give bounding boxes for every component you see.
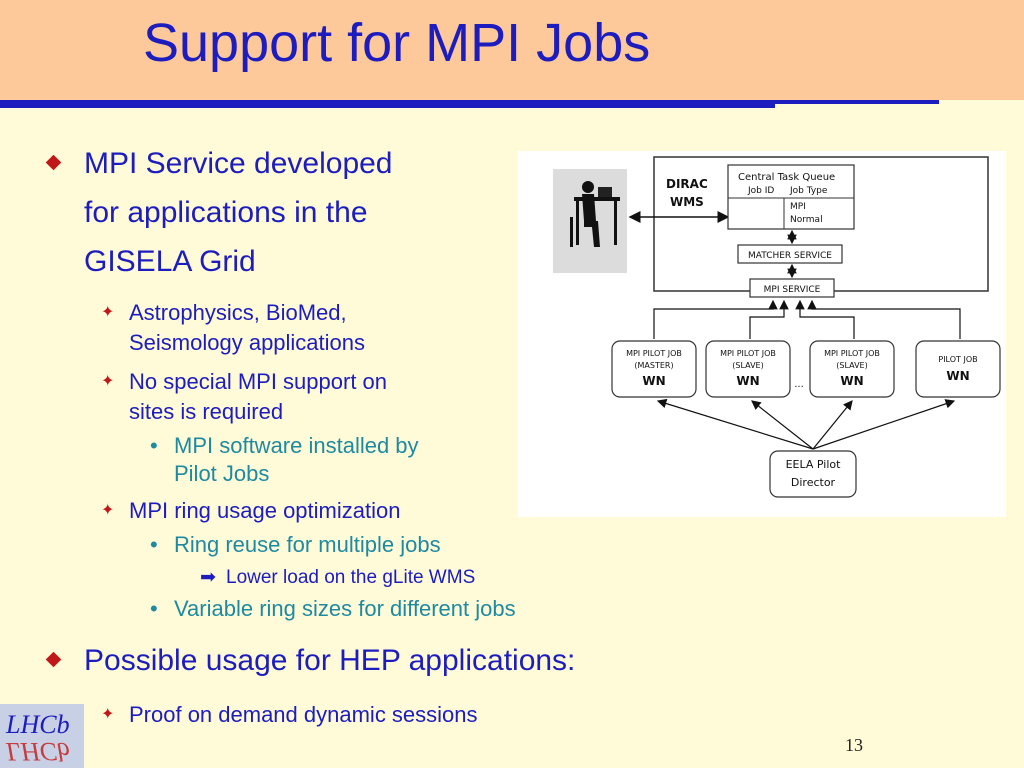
dot-bullet-icon: •: [150, 596, 158, 621]
wn-slave2-line2: (SLAVE): [836, 361, 867, 370]
bullet-variable-ring: • Variable ring sizes for different jobs: [150, 595, 516, 623]
bullet-line: MPI software installed by: [174, 433, 419, 458]
star-bullet-icon: ✦: [101, 373, 115, 390]
bullet-line: Seismology applications: [129, 330, 366, 355]
ctq-type-mpi: MPI: [790, 202, 806, 212]
lhcb-logo: LHCb LHCb: [0, 704, 84, 768]
star-bullet-icon: ✦: [101, 706, 115, 723]
wn-slave1-line3: WN: [736, 374, 759, 388]
ctq-col-jobtype: Job Type: [789, 186, 828, 196]
ctq-title: Central Task Queue: [738, 172, 835, 183]
bullet-line: MPI ring usage optimization: [129, 498, 401, 523]
wn-pilot-box: [915, 340, 1001, 398]
director-line2: Director: [791, 476, 836, 489]
bullet-line: Variable ring sizes for different jobs: [174, 596, 516, 621]
title-underline-left: [0, 100, 775, 108]
wn-master-box: [611, 340, 697, 398]
bullet-lower-load: ➡ Lower load on the gLite WMS: [200, 566, 476, 590]
bullet-ring-optimization: ✦ MPI ring usage optimization: [101, 496, 401, 526]
bullet-line: Ring reuse for multiple jobs: [174, 532, 441, 557]
central-task-queue-box: [727, 164, 855, 230]
matcher-label: MATCHER SERVICE: [748, 251, 832, 261]
title-band: [0, 0, 1024, 100]
wn-slave1-line2: (SLAVE): [732, 361, 763, 370]
bullet-mpi-service: MPI Service developed for applications i…: [45, 139, 393, 286]
mpi-service-box: [749, 278, 835, 298]
user-figure-icon: [553, 169, 627, 273]
lhcb-logo-text: LHCb: [6, 710, 70, 739]
slide-title: Support for MPI Jobs: [143, 13, 651, 73]
wn-ellipsis: ...: [794, 379, 804, 390]
wn-pilot-line1: PILOT JOB: [938, 355, 977, 364]
bullet-no-special-support: ✦ No special MPI support on sites is req…: [101, 367, 388, 427]
bullet-ring-reuse: • Ring reuse for multiple jobs: [150, 531, 441, 559]
wn-master-line2: (MASTER): [634, 361, 673, 370]
ctq-type-normal: Normal: [790, 215, 823, 225]
bullet-line: Lower load on the gLite WMS: [226, 567, 476, 588]
wn-slave2-line3: WN: [840, 374, 863, 388]
wms-label: WMS: [670, 195, 704, 209]
wn-master-line1: MPI PILOT JOB: [626, 349, 682, 358]
bullet-line: Possible usage for HEP applications:: [84, 644, 576, 677]
wn-master-line3: WN: [642, 374, 665, 388]
title-underline-right: [775, 100, 939, 104]
mpi-architecture-diagram: DIRAC WMS Central Task Queue Job ID Job …: [518, 151, 1006, 517]
bullet-mpi-software: • MPI software installed by Pilot Jobs: [150, 432, 419, 488]
diamond-bullet-icon: [45, 154, 62, 171]
dirac-label: DIRAC: [666, 177, 708, 191]
wn-slave1-box: [705, 340, 791, 398]
ctq-col-jobid: Job ID: [747, 186, 774, 196]
bullet-line: for applications in the: [84, 196, 368, 229]
bullet-line: Proof on demand dynamic sessions: [129, 702, 478, 727]
dot-bullet-icon: •: [150, 532, 158, 557]
bullet-line: MPI Service developed: [84, 147, 393, 180]
bullet-astrophysics: ✦ Astrophysics, BioMed, Seismology appli…: [101, 298, 366, 358]
pilot-director-box: [769, 450, 857, 498]
matcher-service-box: [737, 244, 843, 264]
wn-slave2-line1: MPI PILOT JOB: [824, 349, 880, 358]
page-number: 13: [845, 735, 863, 755]
director-line1: EELA Pilot: [786, 458, 842, 471]
bullet-line: Astrophysics, BioMed,: [129, 300, 347, 325]
dot-bullet-icon: •: [150, 433, 158, 458]
wn-slave1-line1: MPI PILOT JOB: [720, 349, 776, 358]
wn-slave2-box: [809, 340, 895, 398]
arrow-right-icon: ➡: [200, 567, 216, 588]
bullet-line: GISELA Grid: [84, 245, 256, 278]
bullet-proof-on-demand: ✦ Proof on demand dynamic sessions: [101, 700, 478, 730]
diamond-bullet-icon: [45, 651, 62, 668]
mpi-service-label: MPI SERVICE: [764, 285, 821, 295]
bullet-line: sites is required: [129, 399, 284, 424]
bullet-line: Pilot Jobs: [174, 461, 270, 486]
star-bullet-icon: ✦: [101, 304, 115, 321]
star-bullet-icon: ✦: [101, 502, 115, 519]
lhcb-logo-reflection: LHCb: [6, 737, 70, 766]
bullet-line: No special MPI support on: [129, 369, 388, 394]
bullet-hep-usage: Possible usage for HEP applications:: [45, 636, 576, 685]
wn-pilot-line2: WN: [946, 369, 969, 383]
